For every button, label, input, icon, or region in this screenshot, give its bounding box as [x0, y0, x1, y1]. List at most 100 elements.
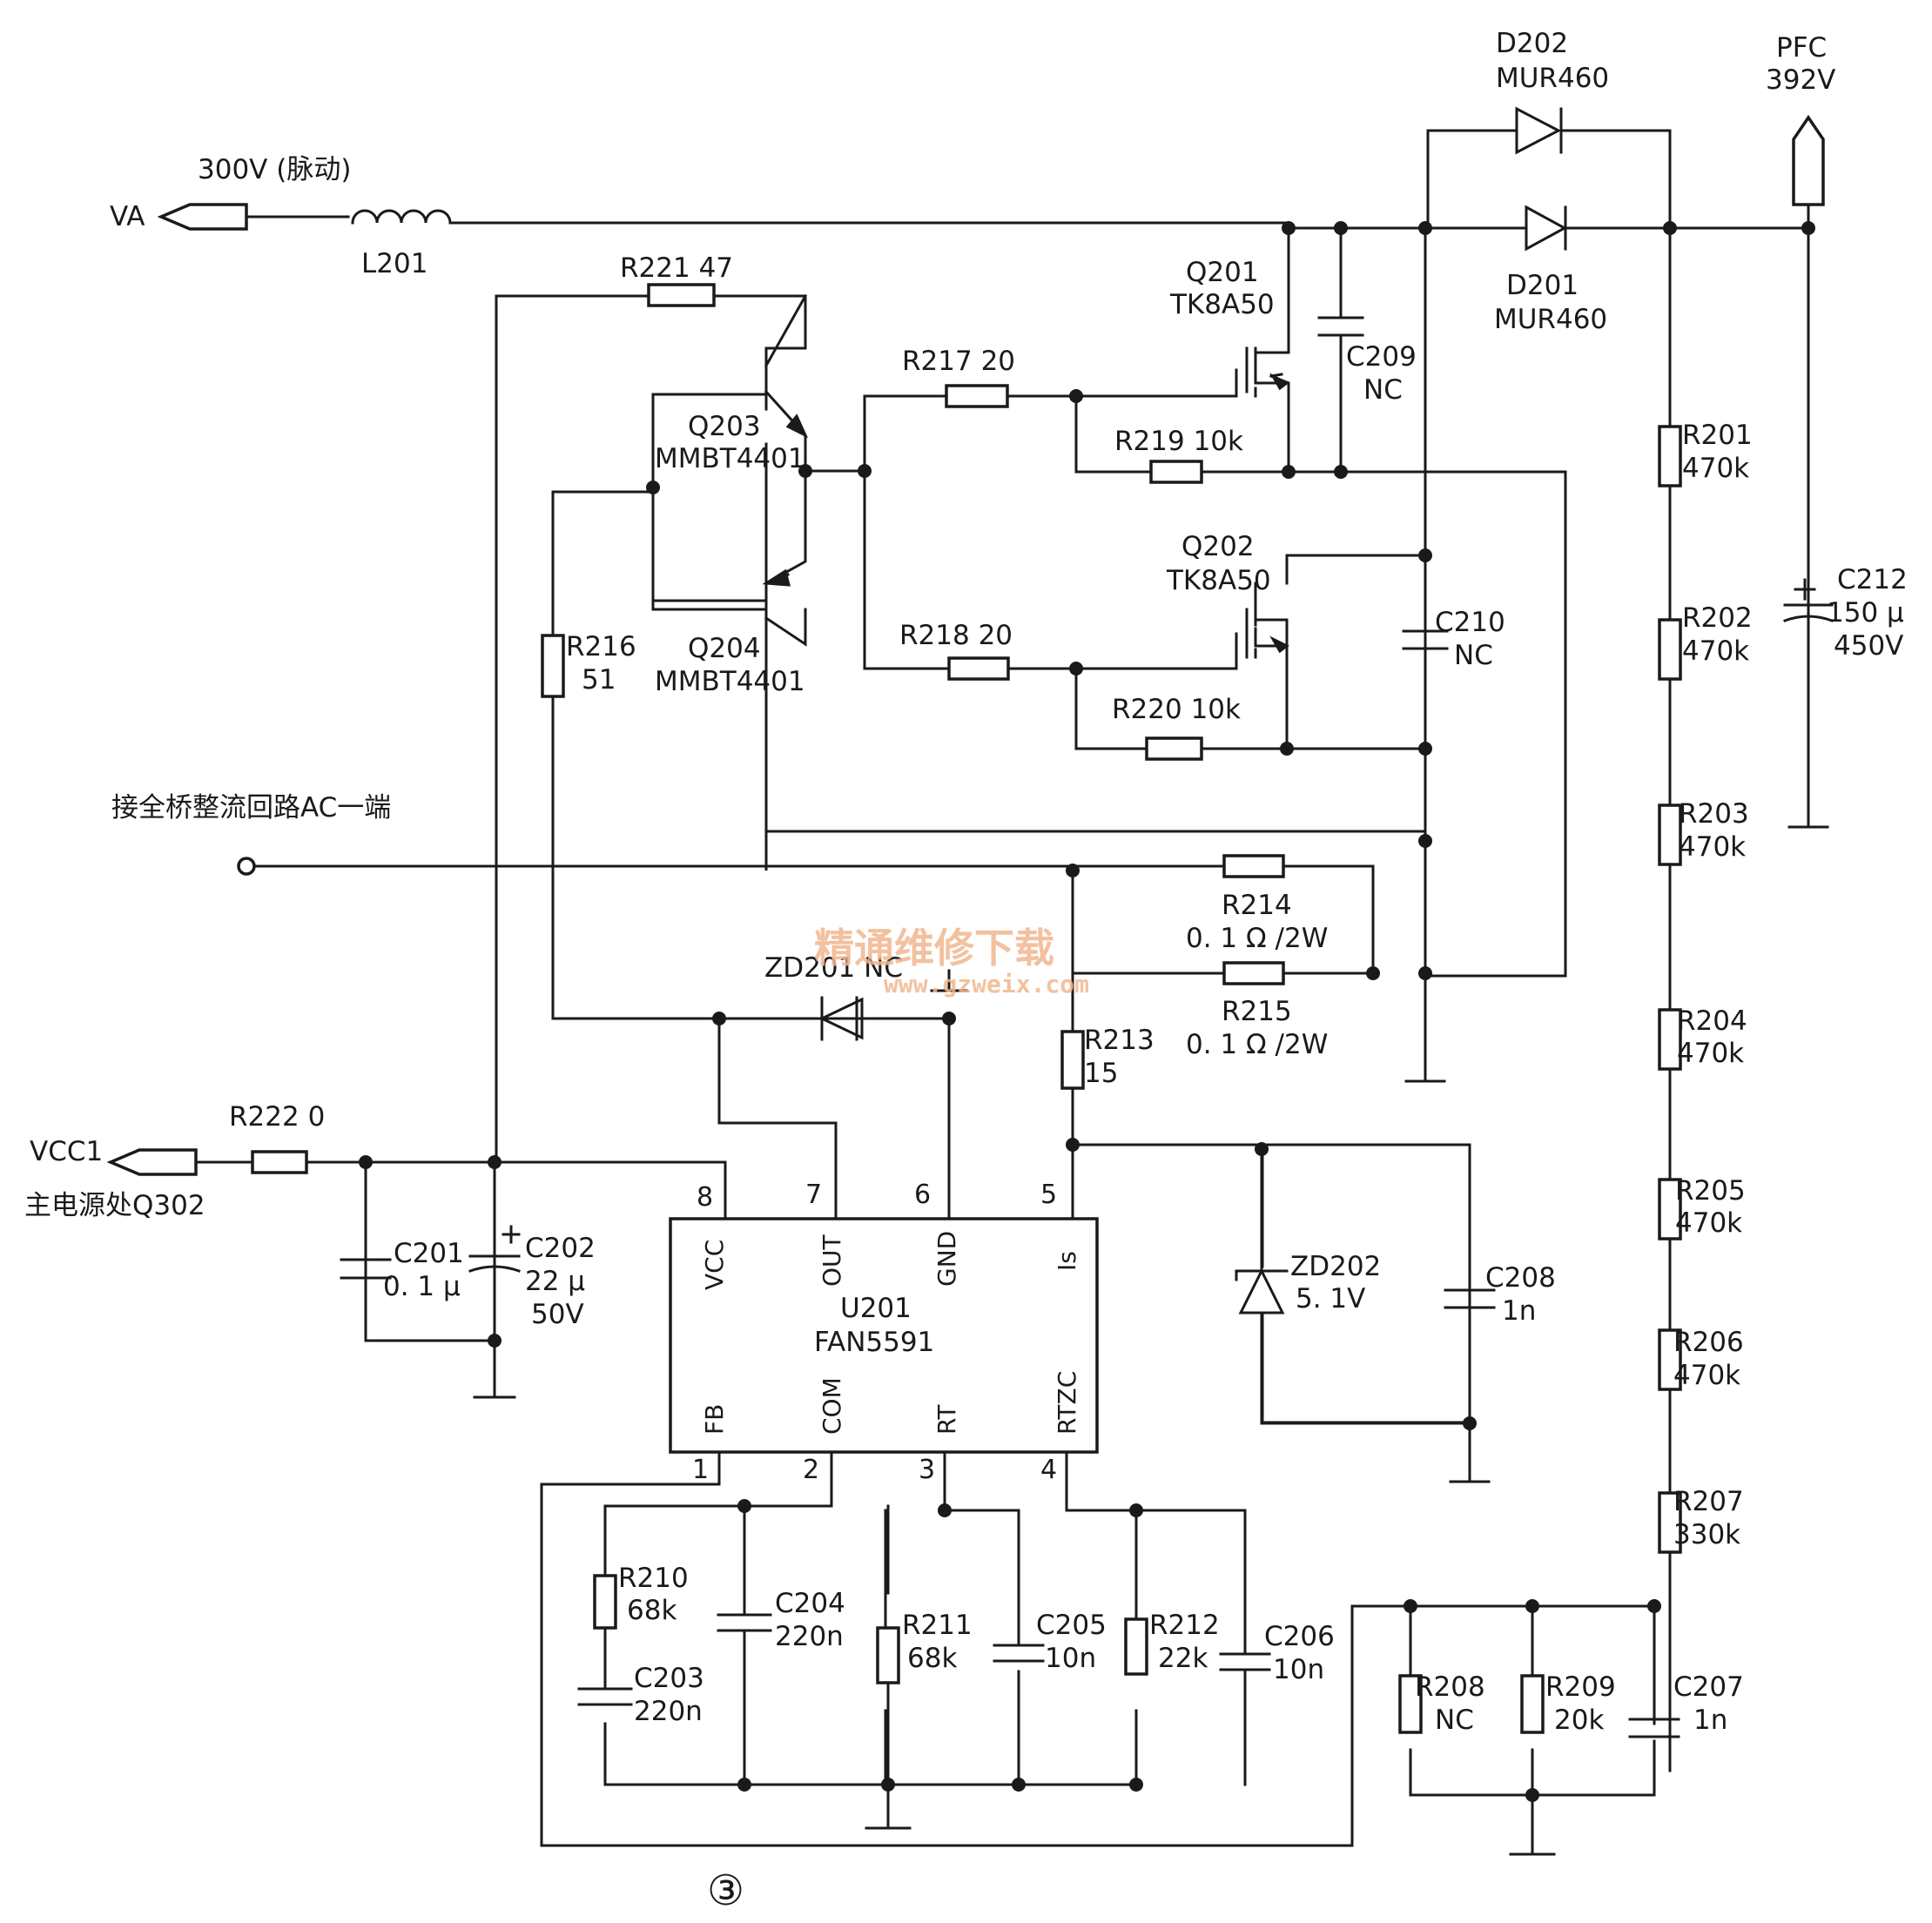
- pin-8-name: VCC: [700, 1240, 729, 1290]
- c207-capacitor: [1628, 1718, 1680, 1738]
- r207-label: R207: [1673, 1486, 1744, 1517]
- c209-label: C209: [1346, 341, 1417, 373]
- ac-note: 接全桥整流回路AC一端: [111, 792, 391, 824]
- va-label: VA: [110, 201, 145, 232]
- c207-value: 1n: [1693, 1704, 1727, 1736]
- c202-value: 22 μ: [525, 1266, 585, 1297]
- pin-6-name: GND: [932, 1231, 961, 1287]
- q203-value: MMBT4401: [655, 443, 805, 474]
- c208-label: C208: [1485, 1262, 1556, 1294]
- zd201-diode: [818, 996, 864, 1041]
- zd202-label: ZD202: [1290, 1251, 1381, 1282]
- r222-resistor: [251, 1150, 308, 1174]
- r219-label: R219 10k: [1114, 426, 1243, 457]
- r214-label: R214: [1222, 890, 1292, 921]
- pin-3-name: RT: [932, 1404, 961, 1435]
- c209-value: NC: [1363, 374, 1403, 406]
- r210-label: R210: [618, 1563, 689, 1594]
- r207-value: 330k: [1673, 1519, 1740, 1550]
- pin-1-name: FB: [700, 1404, 729, 1435]
- ground-symbols: [473, 825, 1829, 1856]
- vcc1-label: VCC1: [30, 1136, 103, 1167]
- r213-label: R213: [1084, 1025, 1154, 1056]
- r212-label: R212: [1149, 1610, 1220, 1641]
- r217-label: R217 20: [902, 346, 1015, 377]
- c212-voltage: 450V: [1834, 630, 1903, 662]
- zd202-diode: [1235, 1267, 1289, 1314]
- vcc1-port: [106, 1148, 198, 1176]
- d201-value: MUR460: [1494, 304, 1607, 335]
- r203-resistor: [1658, 803, 1682, 866]
- c212-capacitor: [1783, 226, 1834, 827]
- q201-mosfet: [1235, 346, 1290, 398]
- r221-label: R221 47: [620, 252, 733, 284]
- q202-mosfet: [1235, 608, 1289, 670]
- c209-capacitor: [1317, 316, 1364, 337]
- r211-label: R211: [902, 1610, 973, 1641]
- pin-7-number: 7: [805, 1180, 822, 1210]
- r207-resistor: [1658, 1491, 1682, 1554]
- c203-value: 220n: [634, 1696, 703, 1727]
- d202-label: D202: [1496, 28, 1568, 59]
- u201-ic-body: [669, 1217, 1099, 1454]
- ground-com: [865, 1783, 912, 1830]
- c203-label: C203: [634, 1663, 704, 1694]
- ac-port: [237, 857, 256, 876]
- r206-label: R206: [1673, 1327, 1744, 1358]
- va-note: 300V (脉动): [198, 154, 351, 185]
- q203-label: Q203: [688, 411, 761, 442]
- r218-resistor: [947, 656, 1010, 681]
- r205-value: 470k: [1675, 1207, 1742, 1239]
- r209-value: 20k: [1554, 1704, 1604, 1736]
- c204-label: C204: [775, 1588, 845, 1619]
- ic-model: FAN5591: [814, 1327, 934, 1358]
- c210-value: NC: [1454, 640, 1493, 671]
- r210-resistor: [593, 1574, 617, 1630]
- ground-c201: [473, 1387, 516, 1399]
- d201-label: D201: [1506, 270, 1579, 301]
- pin-2-name: COM: [818, 1377, 846, 1435]
- q204-label: Q204: [688, 633, 761, 664]
- r208-value: NC: [1435, 1704, 1474, 1736]
- c202-label: C202: [525, 1233, 596, 1264]
- l201-label: L201: [361, 248, 427, 279]
- c206-label: C206: [1264, 1621, 1335, 1652]
- d202-value: MUR460: [1496, 63, 1609, 94]
- r204-label: R204: [1677, 1005, 1747, 1037]
- pfc-voltage: 392V: [1766, 64, 1835, 96]
- r209-label: R209: [1545, 1671, 1616, 1703]
- capacitors: [340, 226, 1834, 1786]
- r212-resistor: [1124, 1617, 1148, 1676]
- r216-label: R216: [566, 631, 636, 662]
- r211-resistor: [876, 1626, 900, 1684]
- r213-value: 15: [1084, 1058, 1118, 1089]
- r206-value: 470k: [1673, 1360, 1740, 1391]
- zd202-value: 5. 1V: [1296, 1283, 1365, 1314]
- q202-value: TK8A50: [1166, 565, 1271, 596]
- c210-capacitor: [1402, 629, 1449, 650]
- r202-value: 470k: [1682, 635, 1749, 667]
- r219-resistor: [1149, 460, 1203, 484]
- q201-value: TK8A50: [1169, 289, 1275, 320]
- c205-capacitor: [993, 1644, 1045, 1663]
- q203-transistor: [764, 293, 809, 473]
- pin-1-number: 1: [692, 1455, 709, 1485]
- ic-name: U201: [840, 1293, 912, 1324]
- c201-value: 0. 1 μ: [383, 1271, 461, 1302]
- r208-resistor: [1398, 1674, 1423, 1734]
- r215-label: R215: [1222, 996, 1292, 1027]
- pin-5-name: Is: [1053, 1251, 1081, 1271]
- q202-label: Q202: [1181, 531, 1255, 562]
- r215-resistor: [1222, 961, 1285, 985]
- pfc-port: [1792, 114, 1825, 206]
- pin-5-number: 5: [1040, 1180, 1057, 1210]
- r222-label: R222 0: [229, 1101, 325, 1133]
- q204-value: MMBT4401: [655, 666, 805, 697]
- pin-6-number: 6: [914, 1180, 931, 1210]
- c208-capacitor: [1444, 1147, 1496, 1425]
- r216-value: 51: [582, 664, 616, 696]
- c212-value: 150 μ: [1827, 597, 1904, 629]
- pin-4-name: RTZC: [1053, 1371, 1081, 1435]
- ground-gnd-pin: [930, 969, 968, 992]
